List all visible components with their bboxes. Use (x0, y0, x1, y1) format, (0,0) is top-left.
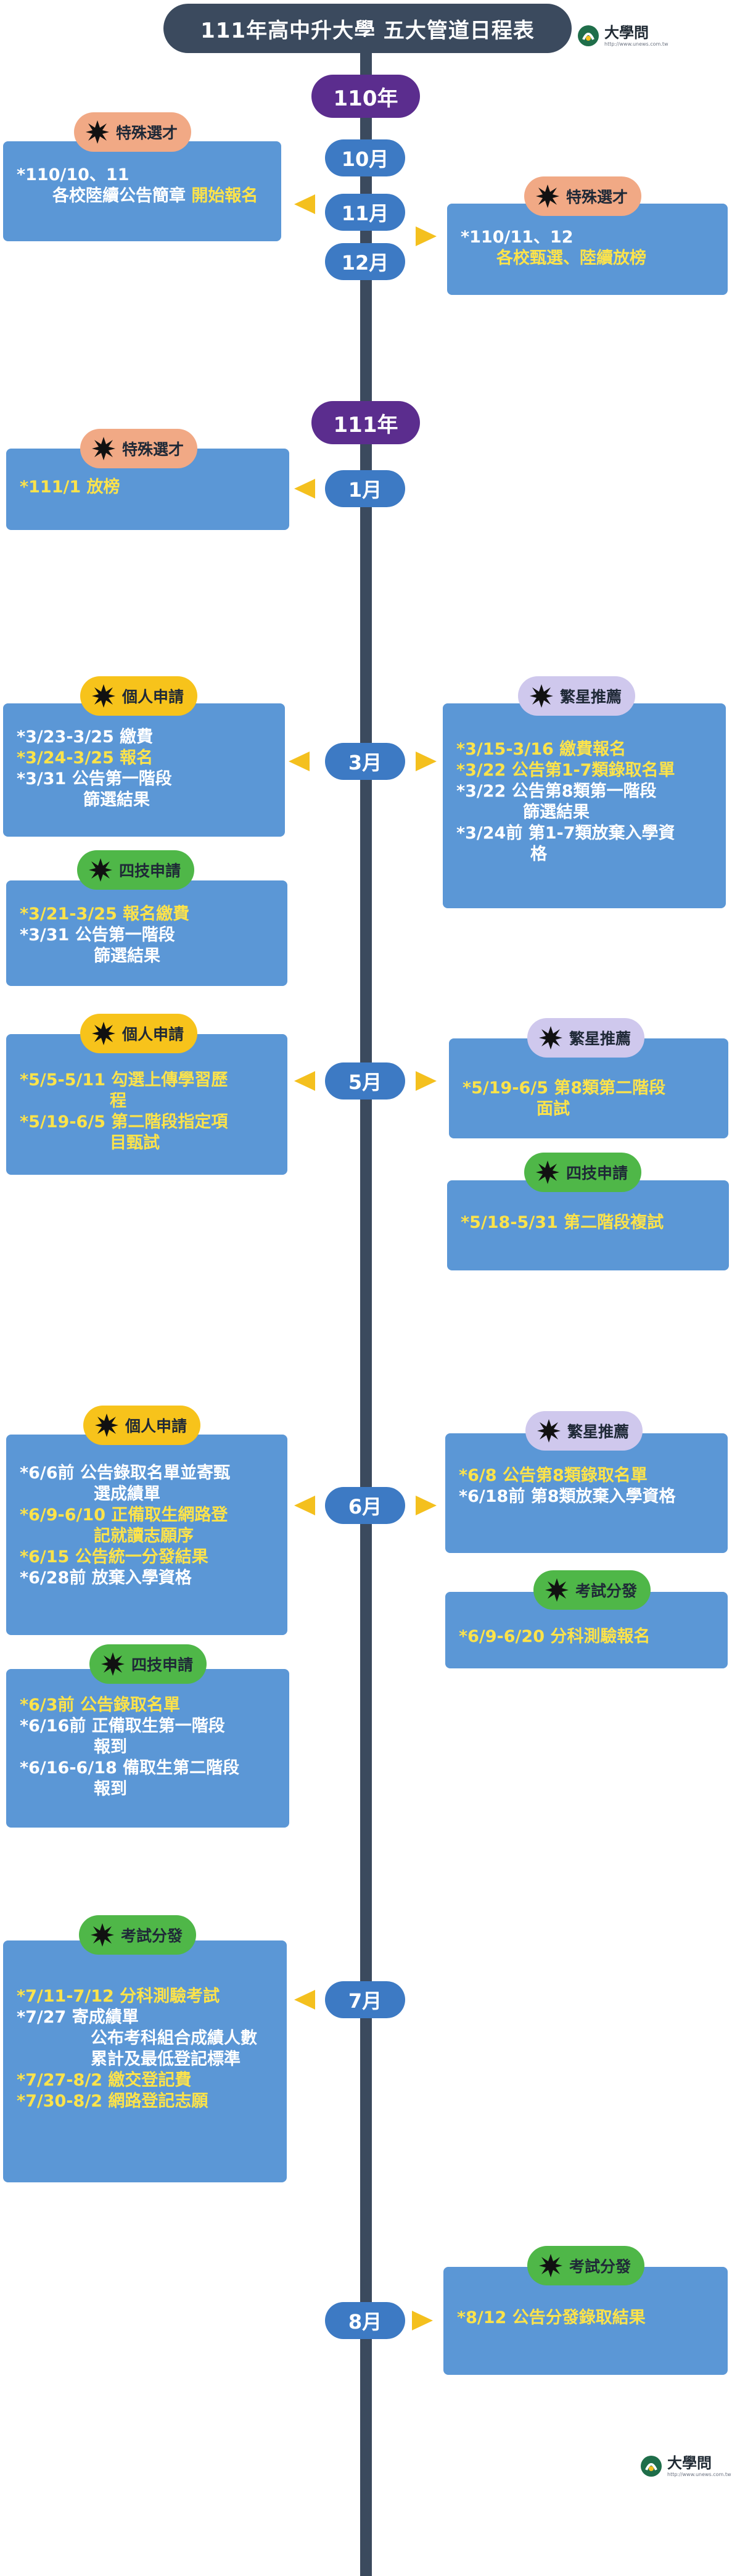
schedule-box-tech-may: *5/18-5/31 第二階段複試 (447, 1180, 729, 1270)
burst-icon (536, 1161, 559, 1184)
burst-icon (95, 1414, 118, 1437)
brand-name: 大學問 (667, 2454, 712, 2472)
burst-icon (537, 1419, 561, 1443)
tag-personal-application: 個人申請 (80, 676, 198, 716)
schedule-box-star-march: *3/15-3/16 繳費報名 *3/22 公告第1-7類錄取名單 *3/22 … (443, 703, 726, 908)
burst-icon (536, 184, 559, 208)
brand-mark-icon (576, 23, 601, 48)
schedule-box-exam-june: *6/9-6/20 分科測驗報名 (445, 1592, 728, 1668)
tag-special-selection: 特殊選才 (80, 429, 198, 468)
schedule-box-tech-june: *6/3前 公告錄取名單 *6/16前 正備取生第一階段 報到 *6/16-6/… (6, 1669, 289, 1828)
month-pill-6: 6月 (325, 1487, 405, 1524)
arrow-right-icon (416, 1496, 437, 1515)
arrow-left-icon (294, 1071, 315, 1091)
burst-icon (92, 437, 115, 460)
arrow-right-icon (416, 752, 437, 771)
burst-icon (539, 1026, 562, 1050)
tag-star-recommendation: 繁星推薦 (525, 1411, 643, 1451)
schedule-box-personal-march: *3/23-3/25 繳費 *3/24-3/25 報名 *3/31 公告第一階段… (3, 703, 285, 837)
brand-name: 大學問 (604, 23, 649, 41)
burst-icon (92, 1022, 115, 1045)
tag-personal-application: 個人申請 (83, 1406, 201, 1445)
tag-four-year-tech: 四技申請 (77, 850, 195, 890)
month-pill-5: 5月 (325, 1062, 405, 1100)
burst-icon (545, 1578, 569, 1602)
tag-personal-application: 個人申請 (80, 1014, 198, 1053)
tag-exam-allocation: 考試分發 (79, 1915, 197, 1955)
burst-icon (530, 684, 553, 708)
schedule-box-exam-july: *7/11-7/12 分科測驗考試 *7/27 寄成績單 公布考科組合成績人數 … (3, 1940, 287, 2182)
tag-four-year-tech: 四技申請 (524, 1153, 642, 1192)
year-pill-111: 111年 (311, 401, 420, 444)
tag-exam-allocation: 考試分發 (527, 2246, 645, 2285)
tag-star-recommendation: 繁星推薦 (527, 1018, 645, 1058)
schedule-box-tech-march: *3/21-3/25 報名繳費 *3/31 公告第一階段 篩選結果 (6, 880, 287, 986)
schedule-box-personal-june: *6/6前 公告錄取名單並寄甄 選成績單 *6/9-6/10 正備取生網路登 記… (6, 1435, 287, 1635)
arrow-right-icon (416, 1071, 437, 1091)
arrow-left-icon (294, 194, 315, 214)
brand-url: http://www.unews.com.tw (667, 2471, 731, 2477)
month-pill-10: 10月 (325, 139, 405, 176)
month-pill-11: 11月 (325, 194, 405, 231)
burst-icon (92, 684, 115, 708)
brand-url: http://www.unews.com.tw (604, 41, 668, 47)
timeline-spine (360, 37, 372, 2576)
arrow-left-icon (294, 1496, 315, 1515)
arrow-left-icon (289, 752, 310, 771)
schedule-box-special-110-left: *110/10、11 各校陸續公告簡章 開始報名 (3, 141, 281, 241)
arrow-left-icon (294, 1990, 315, 2010)
year-pill-110: 110年 (311, 75, 420, 118)
arrow-right-icon (412, 2311, 433, 2330)
brand-mark-icon (639, 2454, 664, 2479)
tag-exam-allocation: 考試分發 (533, 1570, 651, 1610)
schedule-box-personal-may: *5/5-5/11 勾選上傳學習歷 程 *5/19-6/5 第二階段指定項 目甄… (6, 1034, 287, 1175)
burst-icon (89, 858, 112, 882)
arrow-right-icon (416, 226, 437, 246)
month-pill-7: 7月 (325, 1981, 405, 2018)
schedule-box-special-111: *111/1 放榜 (6, 449, 289, 530)
burst-icon (91, 1923, 114, 1947)
tag-special-selection: 特殊選才 (524, 176, 642, 216)
month-pill-8: 8月 (325, 2302, 405, 2339)
tag-star-recommendation: 繁星推薦 (518, 676, 636, 716)
schedule-box-star-june: *6/8 公告第8類錄取名單 *6/18前 第8類放棄入學資格 (445, 1433, 728, 1553)
burst-icon (101, 1652, 125, 1676)
month-pill-12: 12月 (325, 243, 405, 280)
tag-four-year-tech: 四技申請 (89, 1644, 207, 1684)
burst-icon (86, 120, 109, 144)
arrow-left-icon (294, 479, 315, 499)
month-pill-1: 1月 (325, 470, 405, 507)
tag-special-selection: 特殊選才 (74, 112, 192, 152)
burst-icon (539, 2254, 562, 2277)
brand-logo-top: 大學問 http://www.unews.com.tw (576, 23, 668, 48)
schedule-box-special-110-right: *110/11、12 各校甄選、陸續放榜 (447, 204, 728, 295)
month-pill-3: 3月 (325, 743, 405, 780)
brand-logo-bottom: 大學問 http://www.unews.com.tw (639, 2454, 731, 2479)
